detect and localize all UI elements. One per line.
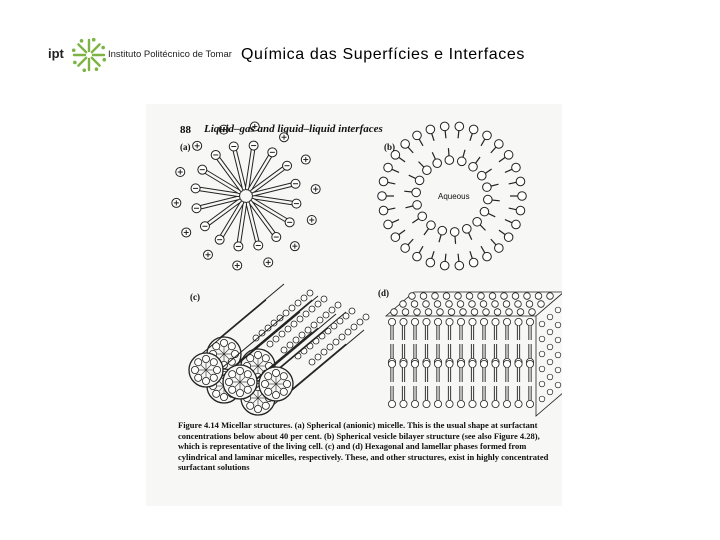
panel-label-c: (c) — [190, 292, 200, 302]
caption-text: Micellar structures. (a) Spherical (anio… — [178, 420, 549, 472]
caption-label: Figure 4.14 — [178, 420, 219, 430]
spherical-micelle-diagram — [171, 121, 321, 271]
panel-label-b: (b) — [384, 142, 395, 152]
logo-institution-name: Instituto Politécnico de Tomar — [108, 49, 232, 60]
institution-logo: ipt Instituto Politécnico de Tomar — [44, 34, 234, 76]
logo-star-icon — [71, 37, 107, 73]
panel-label-d: (d) — [378, 288, 389, 298]
page-number: 88 — [180, 124, 191, 136]
vesicle-bilayer-diagram — [377, 121, 527, 271]
lamellar-phase-diagram — [384, 291, 562, 417]
slide-title: Química das Superfícies e Interfaces — [241, 46, 525, 63]
running-head: Liquid–gas and liquid–liquid interfaces — [204, 123, 383, 135]
scanned-figure: 88 Liquid–gas and liquid–liquid interfac… — [146, 104, 562, 506]
figure-caption: Figure 4.14 Micellar structures. (a) Sph… — [178, 420, 556, 473]
aqueous-label: Aqueous — [438, 192, 470, 201]
hexagonal-phase-diagram — [188, 283, 370, 416]
micelle-illustration — [171, 121, 562, 417]
logo-abbreviation: ipt — [48, 46, 64, 61]
panel-label-a: (a) — [180, 142, 191, 152]
